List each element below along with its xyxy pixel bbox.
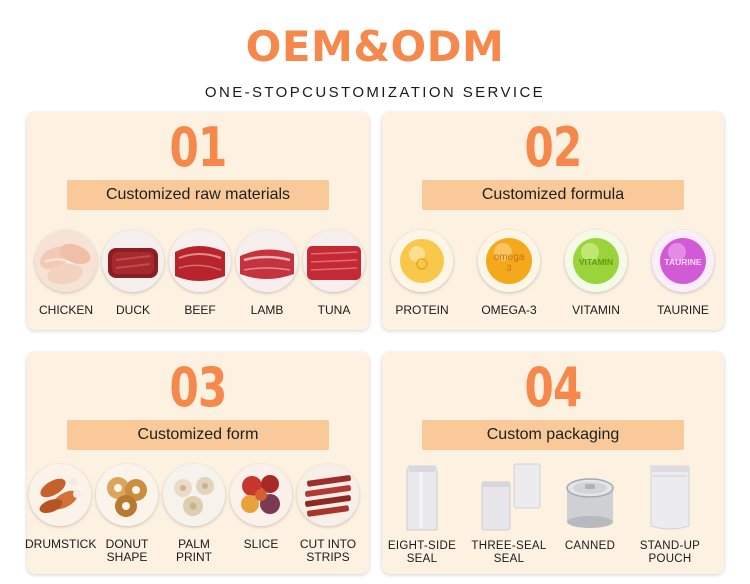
- section-number: 02: [524, 116, 582, 179]
- section-heading: Customized raw materials: [67, 180, 329, 210]
- section-heading: Customized form: [67, 420, 329, 450]
- item-label: DUCK: [115, 303, 150, 317]
- duck-meat-icon: [102, 230, 164, 292]
- chicken-meat-icon: [35, 230, 97, 292]
- label-line-2: SHAPE: [106, 550, 148, 564]
- item-label: TAURINE: [657, 303, 709, 317]
- strips-treat-icon: [297, 464, 359, 526]
- label-line-1: CUT INTO: [299, 537, 357, 551]
- label-line-1: PALM: [178, 537, 210, 551]
- page-subtitle: ONE-STOPCUSTOMIZATION SERVICE: [204, 84, 546, 101]
- section-heading: Customized formula: [422, 180, 684, 210]
- label-line-1: THREE-SEAL: [471, 540, 547, 552]
- vitamin-item: VITAMIN VITAMIN: [561, 230, 631, 317]
- item-label: EIGHT-SIDE SEAL: [386, 540, 458, 566]
- item-label: THREE-SEAL SEAL: [470, 540, 548, 566]
- eight-side-seal-bag-icon: [387, 462, 457, 532]
- item-label: BEEF: [184, 303, 216, 317]
- can-icon: [555, 462, 625, 532]
- item-label: PALM PRINT: [159, 538, 229, 564]
- taurine-capsule-icon: TAURINE: [652, 230, 714, 292]
- donut-treat-icon: [96, 464, 158, 526]
- duck-item: DUCK: [98, 230, 168, 317]
- label-line-2: STRIPS: [306, 550, 350, 564]
- item-label: CUT INTO STRIPS: [293, 538, 363, 564]
- item-label: SLICE: [243, 537, 279, 551]
- protein-capsule-icon: [391, 230, 453, 292]
- item-label: PROTEIN: [395, 303, 449, 317]
- page-title: OEM&ODM: [245, 22, 505, 71]
- stand-up-pouch-icon: [635, 462, 705, 532]
- slice-item: SLICE: [226, 464, 296, 551]
- lamb-icon: [236, 230, 298, 292]
- palm-print-item: PALM PRINT: [159, 464, 229, 564]
- label-line-1: EIGHT-SIDE: [387, 540, 457, 552]
- capsule-text: VITAMIN: [579, 257, 613, 267]
- tuna-icon: [303, 230, 365, 292]
- lamb-item: LAMB: [232, 230, 302, 317]
- section-number: 01: [169, 116, 227, 179]
- omega3-capsule-icon: omega 3: [478, 230, 540, 292]
- item-label: OMEGA-3: [481, 303, 537, 317]
- item-label: CANNED: [554, 540, 626, 553]
- item-label: LAMB: [250, 303, 284, 317]
- slice-treat-icon: [230, 464, 292, 526]
- formula-panel: 02 Customized formula PROTEIN omega 3 OM…: [382, 112, 724, 330]
- chicken-item: CHICKEN: [31, 230, 101, 317]
- protein-item: PROTEIN: [387, 230, 457, 317]
- label-line-2: PRINT: [176, 550, 212, 564]
- eight-side-seal-item: EIGHT-SIDE SEAL: [386, 462, 458, 566]
- label-line-2: SEAL: [406, 553, 438, 565]
- label-line-2: POUCH: [648, 553, 692, 565]
- label-line-1: CANNED: [564, 540, 616, 552]
- item-label: VITAMIN: [572, 303, 620, 317]
- packaging-panel: 04 Custom packaging EIGHT-SIDE SEAL THRE…: [382, 352, 724, 574]
- beef-item: BEEF: [165, 230, 235, 317]
- capsule-sub: 3: [506, 263, 511, 273]
- form-panel: 03 Customized form DRUMSTICK DONUT SHAPE: [25, 352, 369, 574]
- taurine-item: TAURINE TAURINE: [648, 230, 718, 317]
- tuna-item: TUNA: [299, 230, 369, 317]
- capsule-text: omega: [494, 252, 525, 263]
- omega3-item: omega 3 OMEGA-3: [474, 230, 544, 317]
- section-number: 03: [169, 356, 227, 419]
- raw-materials-panel: 01 Customized raw materials CHICKEN DUCK: [27, 112, 369, 330]
- vitamin-capsule-icon: VITAMIN: [565, 230, 627, 292]
- label-line-1: DONUT: [105, 537, 149, 551]
- three-seal-bag-icon: [474, 462, 544, 532]
- three-seal-item: THREE-SEAL SEAL: [470, 462, 548, 566]
- item-label: TUNA: [317, 303, 351, 317]
- item-label: DRUMSTICK: [25, 537, 97, 551]
- donut-item: DONUT SHAPE: [92, 464, 162, 564]
- beef-icon: [169, 230, 231, 292]
- item-label: STAND-UP POUCH: [634, 540, 706, 566]
- capsule-text: TAURINE: [664, 257, 701, 267]
- palm-print-treat-icon: [163, 464, 225, 526]
- section-number: 04: [524, 356, 582, 419]
- stand-up-pouch-item: STAND-UP POUCH: [634, 462, 706, 566]
- canned-item: CANNED: [554, 462, 626, 553]
- strips-item: CUT INTO STRIPS: [293, 464, 363, 564]
- item-label: DONUT SHAPE: [92, 538, 162, 564]
- item-label: CHICKEN: [38, 303, 93, 317]
- drumstick-treat-icon: [29, 464, 91, 526]
- drumstick-item: DRUMSTICK: [25, 464, 97, 551]
- label-line-2: SEAL: [493, 553, 525, 565]
- section-heading: Custom packaging: [422, 420, 684, 450]
- label-line-1: STAND-UP: [639, 540, 701, 552]
